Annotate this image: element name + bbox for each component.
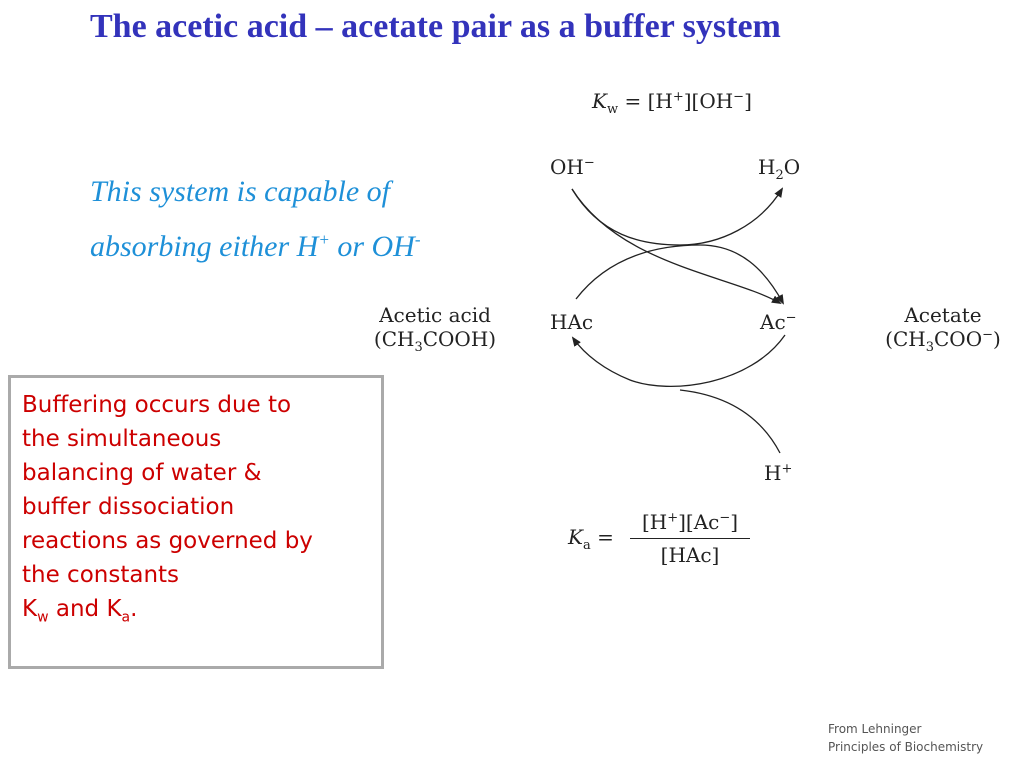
callout-line: reactions as governed by <box>22 528 313 554</box>
source-line-1: From Lehninger <box>828 722 922 736</box>
hac-label: HAc <box>550 310 594 334</box>
buffering-callout-box: Buffering occurs due to the simultaneous… <box>8 375 384 669</box>
arrow-ac-to-hac <box>571 334 786 388</box>
source-line-2: Principles of Biochemistry <box>828 740 984 754</box>
capability-line-2: absorbing either H+ or OH- <box>90 230 421 263</box>
oh-charge: - <box>414 230 421 249</box>
buffer-reaction-diagram: Kw = [H+][OH−] OH− H2O HAc Ac− Acetic ac… <box>340 85 1024 585</box>
acetic-acid-formula: (CH3COOH) <box>373 327 497 355</box>
oh-label: OH− <box>550 155 595 179</box>
buffering-callout-text: Buffering occurs due to the simultaneous… <box>22 388 372 635</box>
callout-line: buffer dissociation <box>22 494 235 520</box>
source-credit: From Lehninger Principles of Biochemistr… <box>828 720 983 756</box>
reaction-arrows <box>571 187 786 454</box>
ac-label: Ac− <box>760 310 797 334</box>
arrow-hac-to-ac <box>575 244 784 305</box>
acetic-acid-label: Acetic acid (CH3COOH) <box>360 303 510 355</box>
acetate-name: Acetate <box>904 303 982 327</box>
h-charge: + <box>318 230 330 249</box>
acetate-formula: (CH3COO−) <box>885 327 1001 355</box>
ka-symbol: Ka = <box>568 525 614 553</box>
hplus-label: H+ <box>764 461 793 485</box>
ka-fraction: [H+][Ac−] [HAc] <box>630 510 750 567</box>
acetate-label: Acetate (CH3COO−) <box>868 303 1018 355</box>
acetic-acid-name: Acetic acid <box>379 303 491 327</box>
capability-statement: This system is capable of absorbing eith… <box>90 168 510 271</box>
slide-title: The acetic acid – acetate pair as a buff… <box>90 8 781 45</box>
capability-line-1: This system is capable of <box>90 175 390 208</box>
callout-line: balancing of water & <box>22 460 262 486</box>
callout-line: Buffering occurs due to <box>22 392 292 418</box>
callout-line: the constants <box>22 562 180 588</box>
callout-line: the simultaneous <box>22 426 222 452</box>
ka-denominator: [HAc] <box>660 543 720 567</box>
h2o-label: H2O <box>758 155 801 183</box>
arrow-oh-to-h2o <box>571 187 784 246</box>
callout-constants: Kw and Ka. <box>22 596 138 626</box>
arrow-hplus-to-center <box>679 389 781 454</box>
kw-expression: Kw = [H+][OH−] <box>592 89 752 117</box>
ka-numerator: [H+][Ac−] <box>630 510 750 539</box>
